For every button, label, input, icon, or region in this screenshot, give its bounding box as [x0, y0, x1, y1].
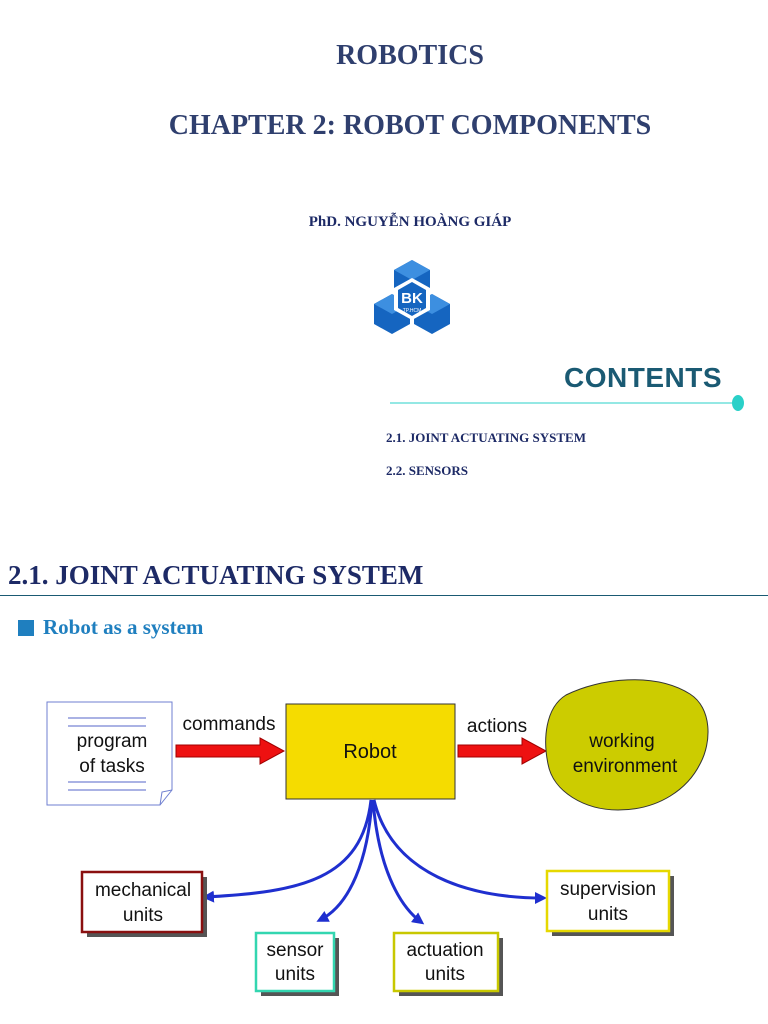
environment-line-1: working — [588, 731, 654, 752]
actuation-units-node: actuation units — [392, 931, 503, 996]
environment-line-2: environment — [573, 756, 678, 777]
supervision-line-2: units — [588, 904, 628, 925]
author-name: PhD. NGUYỄN HOÀNG GIÁP — [308, 214, 512, 230]
university-logo: BK TP.HCM — [374, 260, 450, 334]
bullet-text: Robot as a system — [43, 615, 204, 639]
sensor-line-1: sensor — [266, 940, 324, 961]
logo-main-text: BK — [401, 290, 423, 307]
program-of-tasks-node: program of tasks — [46, 701, 173, 806]
robot-label: Robot — [343, 741, 397, 763]
chapter-title: CHAPTER 2: ROBOT COMPONENTS — [168, 110, 652, 141]
working-environment-node: working environment — [545, 679, 709, 811]
robot-system-diagram: program of tasks commands Robot actions … — [46, 679, 709, 996]
robot-node: Robot — [285, 703, 456, 800]
contents-title: CONTENTS — [564, 362, 722, 393]
program-line-2: of tasks — [79, 756, 144, 777]
presentation-title: ROBOTICS — [336, 40, 484, 71]
section-heading: 2.1. JOINT ACTUATING SYSTEM — [8, 560, 424, 590]
commands-arrow: commands — [175, 714, 286, 765]
arrow-to-actuation — [371, 799, 425, 925]
bullet-square-icon — [18, 620, 34, 636]
mechanical-units-node: mechanical units — [80, 870, 207, 937]
arrow-to-sensor — [316, 799, 374, 922]
sensor-line-2: units — [275, 964, 315, 985]
actuation-line-2: units — [425, 964, 465, 985]
actions-label: actions — [467, 716, 527, 737]
supervision-line-1: supervision — [560, 879, 656, 900]
commands-label: commands — [183, 714, 276, 735]
section-divider — [0, 595, 768, 596]
robot-subsystem-arrows — [202, 799, 547, 925]
toc-item-sensors[interactable]: 2.2. SENSORS — [386, 463, 468, 478]
actuation-line-1: actuation — [406, 940, 483, 961]
mechanical-line-1: mechanical — [95, 880, 191, 901]
actions-arrow: actions — [457, 716, 548, 765]
arrow-to-supervision — [372, 799, 547, 904]
supervision-units-node: supervision units — [545, 869, 674, 936]
toc-item-joint-actuating[interactable]: 2.1. JOINT ACTUATING SYSTEM — [386, 430, 586, 445]
logo-sub-text: TP.HCM — [403, 308, 422, 314]
sensor-units-node: sensor units — [254, 931, 339, 996]
mechanical-line-2: units — [123, 905, 163, 926]
arrow-to-mechanical — [202, 799, 373, 903]
contents-divider — [390, 395, 744, 411]
program-line-1: program — [77, 731, 148, 752]
